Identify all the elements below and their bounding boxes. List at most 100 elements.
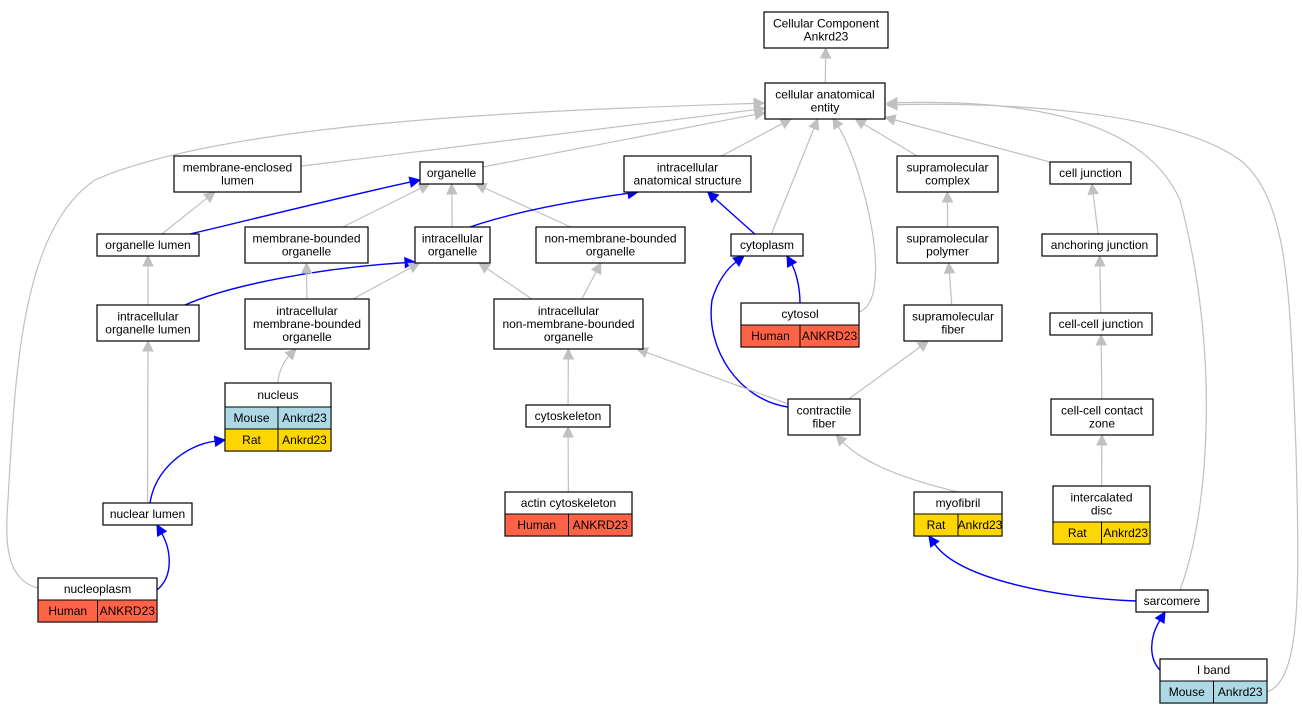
node-label: nucleus <box>257 388 298 402</box>
node-box[interactable] <box>730 233 804 257</box>
node-cj[interactable]: cell junction <box>1049 161 1132 185</box>
edge-cyto-to-ias <box>706 191 756 235</box>
node-box[interactable] <box>623 155 752 193</box>
node-box[interactable] <box>1049 161 1132 185</box>
node-label: intracellular <box>276 304 337 318</box>
gene-label: Ankrd23 <box>1218 685 1263 699</box>
node-box[interactable] <box>493 298 644 350</box>
arrowhead <box>916 340 930 352</box>
gene-label: ANKRD23 <box>802 329 858 343</box>
edge-cj-to-cae <box>883 114 1051 163</box>
node-box[interactable] <box>173 155 302 193</box>
edges-layer <box>6 46 1299 693</box>
node-box[interactable] <box>96 304 200 342</box>
edge-nl-to-iol <box>142 339 154 504</box>
node-label: Ankrd23 <box>804 30 849 44</box>
node-box[interactable] <box>102 502 193 526</box>
node-ol[interactable]: organelle lumen <box>96 233 200 257</box>
edge-line <box>1100 344 1103 400</box>
arrowhead <box>885 98 898 111</box>
gene-cell <box>1101 521 1151 545</box>
node-box[interactable] <box>764 82 886 120</box>
species-label: Human <box>751 329 790 343</box>
node-label: cytosol <box>781 307 818 321</box>
edge-line <box>581 271 597 300</box>
arrowhead <box>808 117 820 131</box>
species-label: Mouse <box>233 411 269 425</box>
node-label: supramolecular <box>912 310 994 324</box>
node-nl[interactable]: nuclear lumen <box>102 502 193 526</box>
node-box[interactable] <box>763 11 889 49</box>
node-box[interactable] <box>96 233 200 257</box>
node-cytoskel[interactable]: cytoskeleton <box>525 404 611 428</box>
node-cyto[interactable]: cytoplasm <box>730 233 804 257</box>
arrowhead <box>753 108 767 121</box>
node-box[interactable] <box>419 161 484 185</box>
node-label: intracellular <box>422 232 483 246</box>
node-label: organelle <box>282 330 332 344</box>
arrowhead <box>1154 611 1166 624</box>
node-inmbo[interactable]: intracellularnon-membrane-boundedorganel… <box>493 298 644 350</box>
node-box[interactable] <box>1050 398 1154 436</box>
node-box[interactable] <box>525 404 611 428</box>
edge-nl-to-nucleus <box>149 435 227 504</box>
node-box[interactable] <box>1041 233 1158 257</box>
node-box[interactable] <box>896 155 999 193</box>
edge-line <box>161 197 208 235</box>
edge-iband-to-sarc <box>1151 611 1166 671</box>
arrowhead <box>1094 254 1106 267</box>
node-label: membrane-bounded <box>252 232 360 246</box>
node-box[interactable] <box>903 304 1003 342</box>
node-ccj[interactable]: cell-cell junction <box>1049 312 1153 336</box>
node-organelle[interactable]: organelle <box>419 161 484 185</box>
gene-cell <box>277 428 332 452</box>
node-box[interactable] <box>535 226 686 264</box>
edge-cae-to-root <box>819 46 832 84</box>
edge-line <box>770 128 815 235</box>
node-aj[interactable]: anchoring junction <box>1041 233 1158 257</box>
gene-cell <box>97 599 158 623</box>
node-box[interactable] <box>1049 312 1153 336</box>
edge-iol-to-ol <box>142 254 154 305</box>
edge-line <box>300 109 756 167</box>
node-box[interactable] <box>244 226 369 264</box>
node-box[interactable] <box>896 226 999 264</box>
arrowhead <box>1087 182 1099 196</box>
edge-line <box>352 267 411 300</box>
node-box[interactable] <box>1135 589 1209 613</box>
node-label: intracellular <box>117 310 178 324</box>
arrowhead <box>753 97 766 110</box>
node-label: cellular anatomical <box>775 88 874 102</box>
node-sarc[interactable]: sarcomere <box>1135 589 1209 613</box>
node-label: contractile <box>797 404 852 418</box>
arrowhead <box>213 435 227 448</box>
edge-cytoskel-to-inmbo <box>562 347 575 406</box>
node-label: organelle <box>427 166 477 180</box>
node-label: non-membrane-bounded <box>502 317 634 331</box>
node-box[interactable] <box>244 298 370 350</box>
node-box[interactable] <box>787 398 861 436</box>
node-box[interactable] <box>414 226 491 264</box>
arrowhead <box>474 183 488 194</box>
